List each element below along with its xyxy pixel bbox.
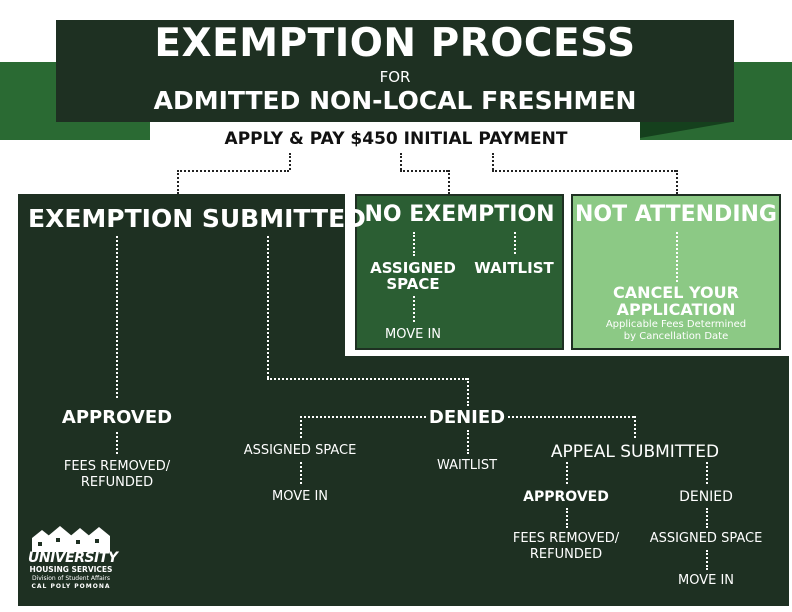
connector-appeal-approved-fees [566, 508, 568, 528]
connector-approved-fees [116, 432, 118, 454]
apply-step: APPLY & PAY $450 INITIAL PAYMENT [224, 129, 568, 149]
appeal-denied-label: DENIED [679, 489, 733, 505]
connector-denied-left-down [300, 416, 302, 438]
connector-no-exemption-assigned [413, 232, 415, 256]
connector-apply-right-down [676, 170, 678, 194]
connector-submitted-denied-drop [467, 378, 469, 406]
connector-appeal-approved [566, 462, 568, 484]
no-exemption-assigned-line1: ASSIGNED [370, 259, 456, 277]
no-exemption-move-in: MOVE IN [384, 327, 442, 342]
approved-fees-line1: FEES REMOVED/ [63, 459, 171, 474]
connector-apply-mid-up [400, 153, 402, 170]
cancel-note-line2: by Cancellation Date [623, 331, 729, 342]
connector-submitted-approved [116, 236, 118, 398]
connector-appeal-denied-assigned [706, 508, 708, 528]
connector-apply-left-up [289, 153, 291, 170]
denied-waitlist: WAITLIST [436, 458, 498, 473]
page-title: EXEMPTION PROCESS [154, 21, 636, 66]
appeal-fees-line1: FEES REMOVED/ [512, 531, 620, 546]
connector-not-attending-cancel [676, 232, 678, 282]
no-exemption-assigned-line2: SPACE [386, 275, 440, 293]
connector-apply-right [492, 170, 676, 172]
denied-label: DENIED [428, 407, 506, 428]
connector-denied-right [508, 416, 634, 418]
connector-appeal-denied-move-in [706, 550, 708, 570]
connector-denied-right-down [634, 416, 636, 438]
connector-no-exemption-waitlist [514, 232, 516, 254]
logo-cal-poly: CAL POLY POMONA [31, 583, 111, 590]
approved-fees-line2: REFUNDED [80, 475, 154, 490]
not-attending-heading: NOT ATTENDING [575, 202, 777, 227]
cancel-application-line2: APPLICATION [616, 300, 736, 319]
connector-apply-left-down [177, 170, 179, 194]
connector-appeal-denied [706, 462, 708, 484]
page-subtitle: ADMITTED NON-LOCAL FRESHMEN [153, 86, 637, 115]
logo-housing-services: HOUSING SERVICES [29, 565, 113, 574]
connector-denied-move-in [300, 462, 302, 484]
logo-university: UNIVERSITY [28, 550, 118, 566]
appeal-denied-move-in: MOVE IN [677, 573, 735, 588]
appeal-fees-line2: REFUNDED [529, 547, 603, 562]
no-exemption-waitlist: WAITLIST [474, 259, 554, 277]
appeal-submitted-label: APPEAL SUBMITTED [550, 442, 720, 462]
connector-apply-mid-down [448, 170, 450, 194]
logo-division: Division of Student Affairs [31, 575, 111, 582]
approved-label: APPROVED [61, 407, 173, 428]
title-ribbon [0, 62, 792, 140]
connector-denied-left [300, 416, 426, 418]
connector-no-exemption-move-in [413, 296, 415, 322]
exemption-submitted-heading: EXEMPTION SUBMITTED [28, 204, 366, 233]
connector-submitted-denied-down [267, 236, 269, 378]
connector-denied-waitlist [467, 430, 469, 454]
title-for: FOR [379, 68, 411, 86]
title-banner [56, 20, 734, 122]
no-exemption-box [357, 196, 562, 348]
connector-apply-right-up [492, 153, 494, 170]
no-exemption-heading: NO EXEMPTION [364, 202, 555, 227]
connector-apply-mid [400, 170, 448, 172]
denied-assigned-space: ASSIGNED SPACE [243, 443, 357, 458]
appeal-approved-label: APPROVED [523, 489, 609, 505]
connector-apply-left [177, 170, 289, 172]
connector-submitted-denied-across [267, 378, 467, 380]
cancel-note-line1: Applicable Fees Determined [605, 319, 747, 330]
cancel-application-line1: CANCEL YOUR [613, 283, 739, 302]
appeal-denied-assigned: ASSIGNED SPACE [649, 531, 763, 546]
denied-move-in: MOVE IN [271, 489, 329, 504]
houses-logo-icon [32, 526, 110, 552]
